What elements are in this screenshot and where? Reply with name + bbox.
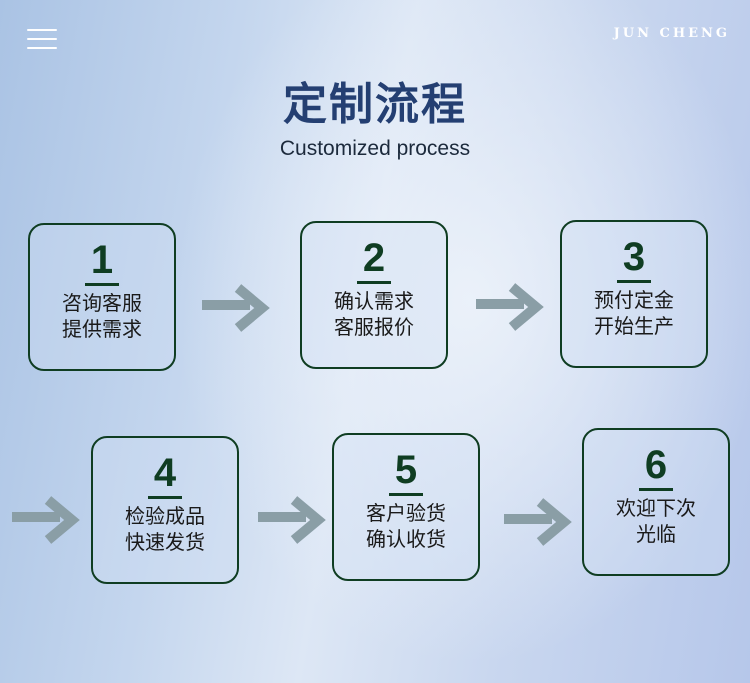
step-3-box: 3 预付定金 开始生产: [560, 220, 708, 368]
step-label-line2: 快速发货: [125, 530, 205, 554]
step-number: 2: [356, 235, 392, 284]
arrow-right-icon: [476, 283, 544, 331]
step-4-box: 4 检验成品 快速发货: [91, 436, 239, 584]
step-label-line2: 光临: [636, 522, 676, 546]
arrow-right-icon: [202, 284, 270, 332]
step-label-line2: 确认收货: [366, 527, 446, 551]
step-label-line1: 确认需求: [334, 289, 414, 313]
step-label-line1: 检验成品: [125, 504, 205, 528]
step-6-box: 6 欢迎下次 光临: [582, 428, 730, 576]
step-number: 5: [388, 447, 424, 496]
arrow-right-icon: [504, 498, 572, 546]
step-2-box: 2 确认需求 客服报价: [300, 221, 448, 369]
step-number: 1: [84, 237, 120, 286]
step-label-line2: 开始生产: [594, 314, 674, 338]
step-5-box: 5 客户验货 确认收货: [332, 433, 480, 581]
page-subtitle: Customized process: [279, 137, 471, 160]
step-label-line1: 咨询客服: [62, 291, 142, 315]
arrow-right-icon: [12, 496, 80, 544]
step-label-line1: 客户验货: [366, 501, 446, 525]
step-1-box: 1 咨询客服 提供需求: [28, 223, 176, 371]
step-number: 4: [147, 450, 183, 499]
menu-icon[interactable]: [27, 29, 57, 51]
step-label-line1: 欢迎下次: [616, 496, 696, 520]
step-number: 3: [616, 234, 652, 283]
step-number: 6: [638, 442, 674, 491]
arrow-right-icon: [258, 496, 326, 544]
step-label-line2: 提供需求: [62, 317, 142, 341]
page-title: 定制流程: [283, 79, 467, 130]
brand-logo-text: JUN CHENG: [613, 26, 730, 41]
step-label-line2: 客服报价: [334, 315, 414, 339]
step-label-line1: 预付定金: [594, 288, 674, 312]
